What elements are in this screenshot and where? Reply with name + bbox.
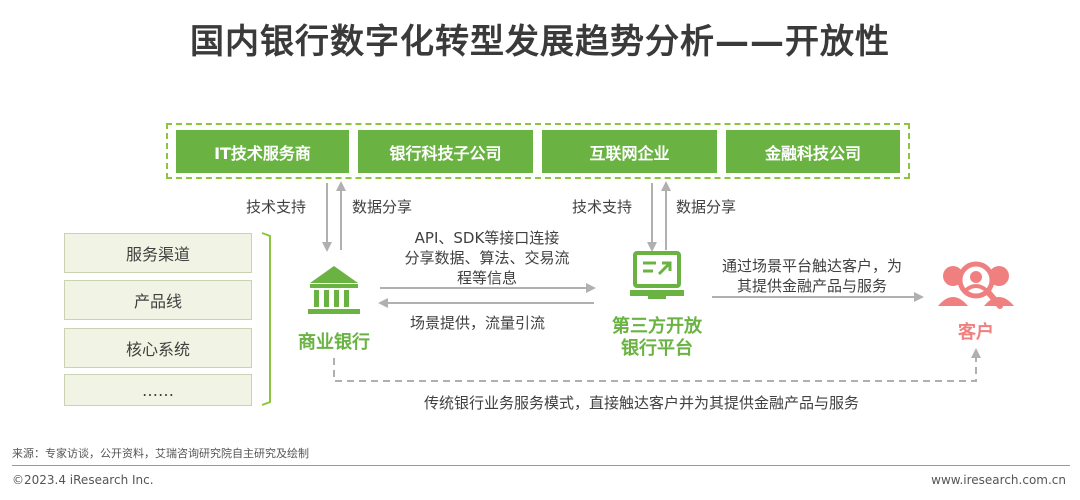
left-tech-support-label: 技术支持 [246,198,307,216]
footer-divider [12,465,1070,466]
platform-label-line2: 银行平台 [621,338,693,359]
platform-to-customer-text: 通过场景平台触达客户，为 其提供金融产品与服务 [700,256,924,296]
right-tech-support-label: 技术支持 [572,198,633,216]
bank-label: 商业银行 [298,332,370,353]
bank-component-channel: 服务渠道 [64,233,252,273]
platform-to-customer-line2: 其提供金融产品与服务 [736,277,887,295]
bank-to-platform-line2: 分享数据、算法、交易流 [404,249,570,267]
platform-label-line1: 第三方开放 [612,316,702,337]
customer-icon [938,261,1014,309]
partner-bank-tech-subsidiary: 银行科技子公司 [358,130,533,173]
left-data-share-label: 数据分享 [352,198,413,216]
source-note: 来源：专家访谈，公开资料，艾瑞咨询研究院自主研究及绘制 [12,447,309,460]
partner-group-frame [166,123,910,179]
bank-component-core-system: 核心系统 [64,328,252,368]
bank-component-product-line: 产品线 [64,280,252,320]
copyright: ©2023.4 iResearch Inc. [12,473,154,487]
bank-component-more: …… [64,374,252,406]
page-title: 国内银行数字化转型发展趋势分析——开放性 [190,22,890,62]
bank-to-platform-text: API、SDK等接口连接 分享数据、算法、交易流 程等信息 [386,228,588,288]
platform-label: 第三方开放 银行平台 [600,316,714,360]
bank-to-platform-line1: API、SDK等接口连接 [414,229,560,247]
partner-it-service: IT技术服务商 [176,130,349,173]
monitor-icon [630,251,684,299]
platform-to-bank-label: 场景提供，流量引流 [410,314,546,332]
partner-internet-company: 互联网企业 [542,130,717,173]
right-data-share-label: 数据分享 [676,198,737,216]
traditional-path-label: 传统银行业务服务模式，直接触达客户并为其提供金融产品与服务 [424,394,860,412]
website-link[interactable]: www.iresearch.com.cn [931,473,1066,487]
customer-label: 客户 [958,322,994,343]
platform-to-customer-line1: 通过场景平台触达客户，为 [721,257,902,275]
bank-to-platform-line3: 程等信息 [456,269,517,287]
partner-fintech-company: 金融科技公司 [726,130,900,173]
bank-icon [308,266,360,314]
bank-components-bracket [261,232,271,406]
